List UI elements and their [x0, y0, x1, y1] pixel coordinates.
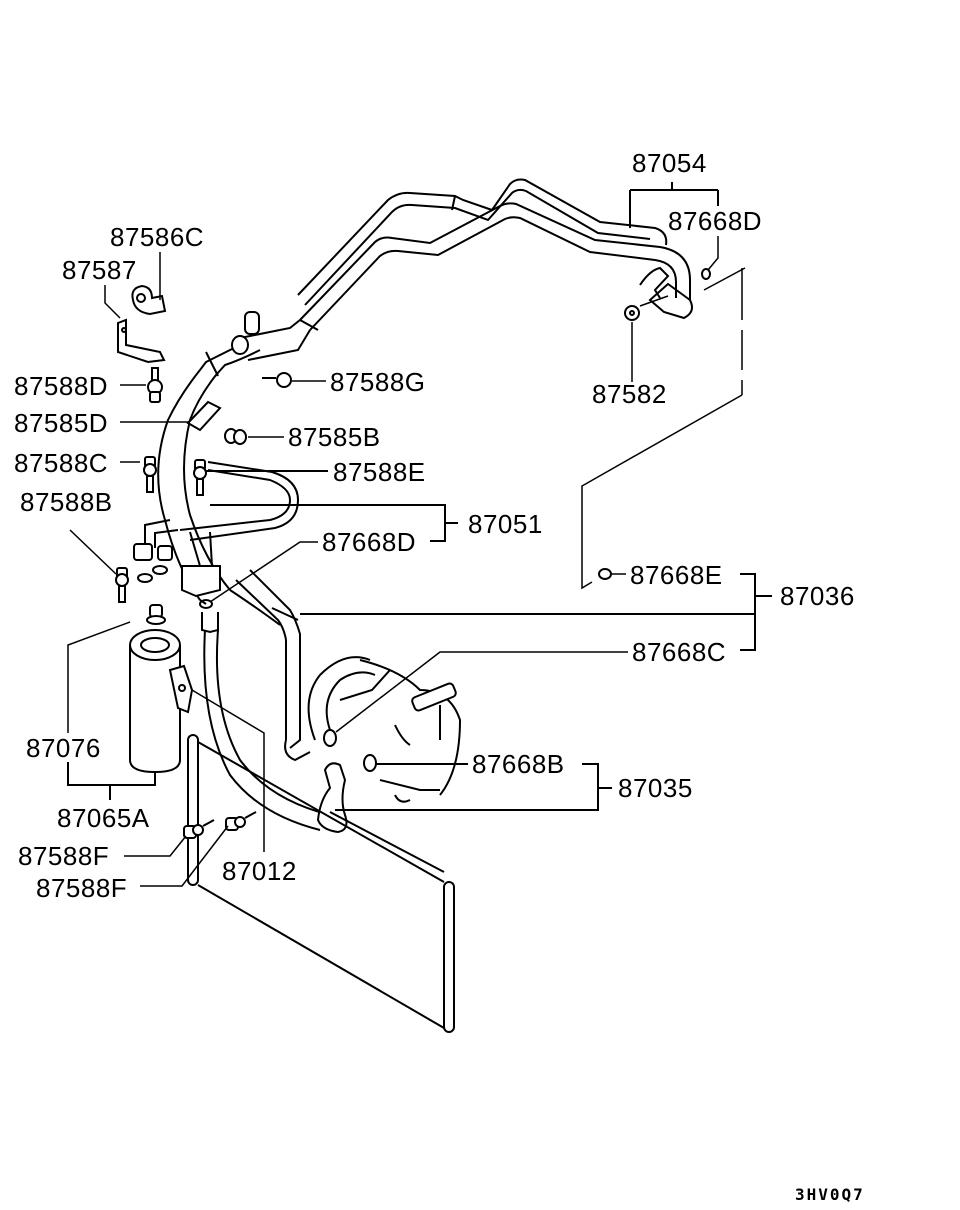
diagram-code: 3HV0Q7 — [795, 1185, 865, 1204]
oring-87668E[interactable] — [598, 568, 612, 580]
label-87588B[interactable]: 87588B — [20, 487, 113, 517]
label-87054[interactable]: 87054 — [632, 148, 707, 178]
grommet-87582[interactable] — [624, 305, 640, 321]
label-87588G[interactable]: 87588G — [330, 367, 426, 397]
label-87588E[interactable]: 87588E — [333, 457, 426, 487]
label-87051[interactable]: 87051 — [468, 509, 543, 539]
bolt-87588C[interactable] — [143, 456, 157, 493]
leader-lines — [67, 182, 772, 887]
label-87585B[interactable]: 87585B — [288, 422, 381, 452]
label-87668D-top[interactable]: 87668D — [668, 206, 762, 236]
label-87668E[interactable]: 87668E — [630, 560, 723, 590]
label-87582[interactable]: 87582 — [592, 379, 667, 409]
drier-bracket — [168, 664, 194, 714]
label-87012[interactable]: 87012 — [222, 856, 297, 886]
oring-87668D-top[interactable] — [701, 268, 711, 280]
label-87588F-2[interactable]: 87588F — [36, 873, 127, 903]
discharge-hose[interactable] — [157, 311, 311, 601]
label-87586C[interactable]: 87586C — [110, 222, 204, 252]
receiver-drier-87065A[interactable] — [129, 604, 181, 774]
clip-87585B[interactable] — [224, 428, 247, 445]
label-87588D[interactable]: 87588D — [14, 371, 108, 401]
label-87585D[interactable]: 87585D — [14, 408, 108, 438]
label-87035[interactable]: 87035 — [618, 773, 693, 803]
bracket-87587[interactable] — [117, 318, 166, 364]
bolt-87588G[interactable] — [262, 372, 292, 388]
label-87036[interactable]: 87036 — [780, 581, 855, 611]
condenser-87012[interactable] — [187, 734, 455, 1033]
bolt-87588F-2[interactable] — [225, 811, 257, 831]
label-87065A[interactable]: 87065A — [57, 803, 150, 833]
label-87668B[interactable]: 87668B — [472, 749, 565, 779]
suction-pipe-87054[interactable] — [297, 178, 693, 331]
bolt-87588B[interactable] — [115, 567, 129, 603]
bolt-87588E[interactable] — [193, 459, 207, 496]
lower-hose[interactable] — [199, 569, 331, 831]
clamp-87586C[interactable] — [131, 284, 167, 316]
label-87588F-1[interactable]: 87588F — [18, 841, 109, 871]
bolt-87588D[interactable] — [147, 367, 163, 403]
label-87668C[interactable]: 87668C — [632, 637, 726, 667]
clip-87585D[interactable] — [186, 400, 222, 432]
label-87668D-mid[interactable]: 87668D — [322, 527, 416, 557]
label-87076[interactable]: 87076 — [26, 733, 101, 763]
label-87587[interactable]: 87587 — [62, 255, 137, 285]
bolt-87588F-1[interactable] — [183, 819, 215, 839]
label-87588C[interactable]: 87588C — [14, 448, 108, 478]
